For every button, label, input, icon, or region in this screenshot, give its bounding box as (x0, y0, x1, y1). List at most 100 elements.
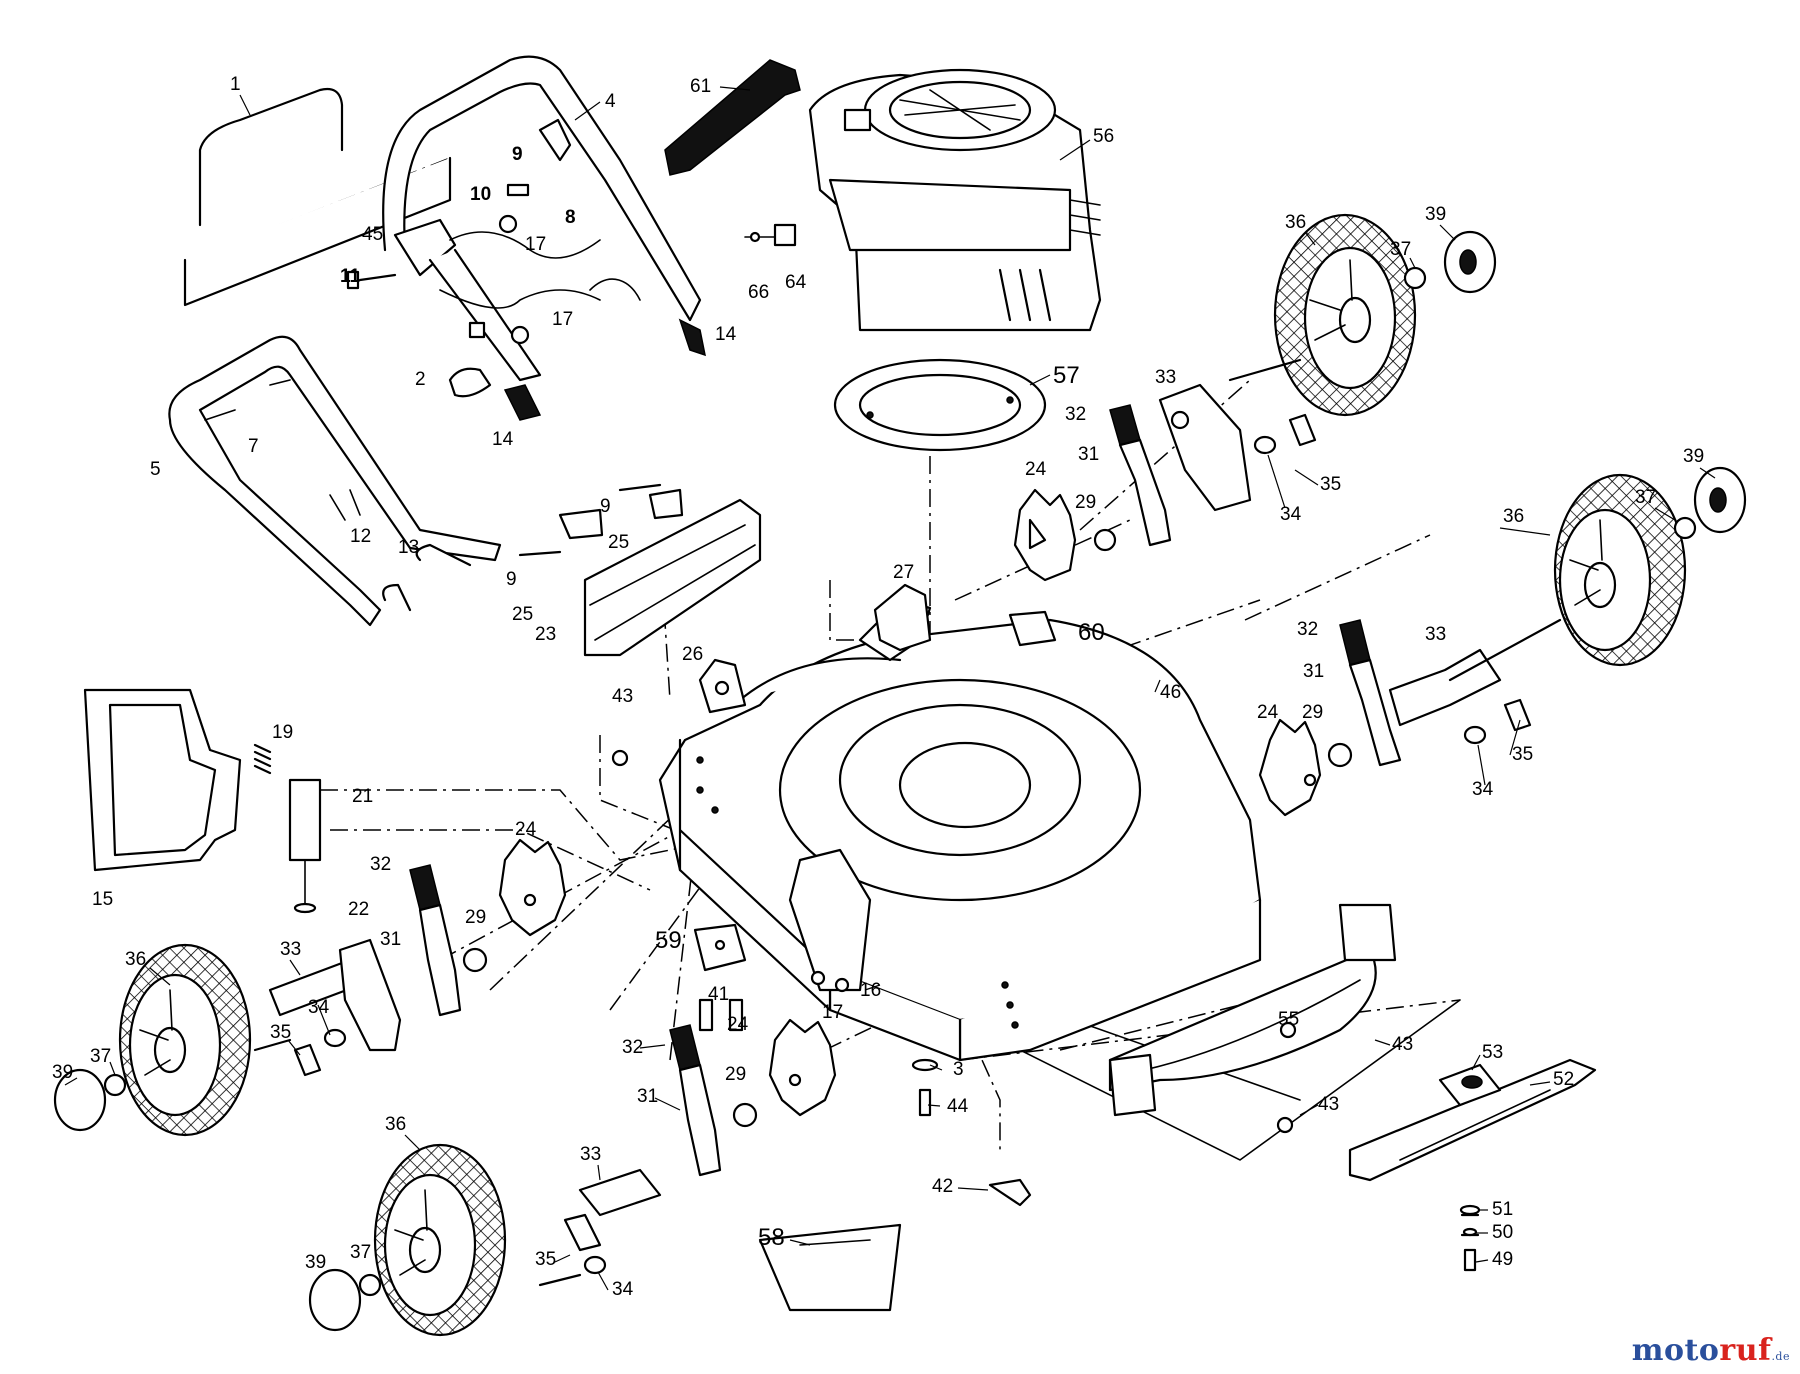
callout-32: 32 (622, 1037, 643, 1058)
callout-14: 14 (492, 429, 514, 450)
callout-33: 33 (1425, 624, 1446, 645)
callout-36: 36 (385, 1114, 406, 1135)
callout-32: 32 (1065, 404, 1086, 425)
gasket-ring (833, 358, 1047, 452)
callout-33: 33 (1155, 367, 1176, 388)
callout-64: 64 (785, 272, 807, 293)
wheel-front-left-lower (308, 1024, 722, 1337)
callout-14: 14 (715, 324, 737, 345)
bracket-27 (873, 583, 932, 652)
plug-42 (988, 1178, 1032, 1207)
callout-52: 52 (1553, 1069, 1574, 1090)
callout-31: 31 (380, 929, 401, 950)
callout-33: 33 (280, 939, 301, 960)
height-lever-grip-32a (1109, 404, 1141, 446)
callout-7: 7 (248, 436, 259, 457)
callout-15: 15 (92, 889, 113, 910)
wheel-rear-right-lower (1339, 466, 1747, 767)
callout-29: 29 (725, 1064, 746, 1085)
callout-37: 37 (90, 1046, 111, 1067)
callout-24: 24 (727, 1014, 749, 1035)
upper-handle-assembly (183, 55, 706, 421)
gear-24c (498, 838, 567, 937)
handle-bail (198, 87, 344, 227)
callout-31: 31 (1078, 444, 1099, 465)
callout-29: 29 (465, 907, 486, 928)
mower-deck (658, 598, 1262, 1062)
lower-handle (168, 335, 502, 627)
callout-37: 37 (1390, 239, 1411, 260)
callout-12: 12 (350, 526, 371, 547)
callout-32: 32 (1297, 619, 1318, 640)
callout-9: 9 (600, 496, 611, 517)
axle-bracket-33c (338, 938, 402, 1052)
callout-43: 43 (612, 686, 633, 707)
discharge-chute-55 (1108, 948, 1377, 1092)
top-handle-grip (664, 59, 801, 176)
callout-5: 5 (150, 459, 161, 480)
wheel-front-left-upper (53, 864, 462, 1137)
callout-45: 45 (362, 224, 383, 245)
height-lever-31b (1348, 658, 1402, 767)
callout-17: 17 (552, 309, 573, 330)
callout-29: 29 (1075, 492, 1096, 513)
callout-25: 25 (608, 532, 629, 553)
rear-baffle (518, 483, 762, 657)
callout-3: 3 (953, 1059, 964, 1080)
height-lever-31a (1118, 438, 1172, 547)
callout-56: 56 (1093, 126, 1114, 147)
callout-53: 53 (1482, 1042, 1503, 1063)
height-lever-31c (418, 903, 462, 1017)
engine-assembly (664, 59, 1102, 332)
callout-21: 21 (352, 786, 373, 807)
callout-58: 58 (758, 1224, 785, 1251)
hinge-21 (288, 778, 322, 862)
callout-61: 61 (690, 76, 711, 97)
adjuster-knob (678, 318, 706, 357)
callout-39: 39 (52, 1062, 73, 1083)
baffle-23 (583, 498, 762, 657)
callout-42: 42 (932, 1176, 953, 1197)
callout-9: 9 (506, 569, 517, 590)
callout-37: 37 (1635, 487, 1656, 508)
callout-59: 59 (655, 927, 682, 954)
callout-32: 32 (370, 854, 391, 875)
handle-bracket (393, 218, 457, 277)
callout-10: 10 (470, 184, 491, 205)
callout-17: 17 (822, 1002, 843, 1023)
callout-leaders (64, 86, 1716, 1291)
callout-44: 44 (947, 1096, 969, 1117)
height-gears (462, 488, 1353, 1128)
adjuster-knob-lower (503, 384, 542, 421)
callout-11: 11 (340, 266, 361, 287)
callout-36: 36 (125, 949, 146, 970)
callout-23: 23 (535, 624, 556, 645)
gear-24b (1258, 718, 1322, 817)
callout-37: 37 (350, 1242, 371, 1263)
callout-50: 50 (1492, 1222, 1513, 1243)
callout-24: 24 (1025, 459, 1047, 480)
callout-57: 57 (1053, 362, 1080, 389)
callout-9: 9 (512, 144, 523, 165)
height-lever-grip-32c (409, 864, 441, 911)
callout-17: 17 (525, 234, 546, 255)
callout-25: 25 (512, 604, 533, 625)
lower-handle-assembly (168, 335, 502, 627)
callout-16: 16 (860, 980, 881, 1001)
hairpin-clip (415, 543, 472, 567)
callout-13: 13 (398, 537, 419, 558)
callout-8: 8 (565, 207, 576, 228)
callout-41: 41 (708, 984, 729, 1005)
callout-35: 35 (270, 1022, 291, 1043)
gear-24d (768, 1018, 837, 1117)
callout-29: 29 (1302, 702, 1323, 723)
callout-4: 4 (605, 91, 616, 112)
grass-bag-frame (83, 688, 322, 914)
callout-43: 43 (1392, 1034, 1413, 1055)
callout-36: 36 (1503, 506, 1524, 527)
rear-flap (788, 848, 872, 992)
callout-66: 66 (748, 282, 769, 303)
callout-43: 43 (1318, 1094, 1339, 1115)
callout-31: 31 (637, 1086, 658, 1107)
